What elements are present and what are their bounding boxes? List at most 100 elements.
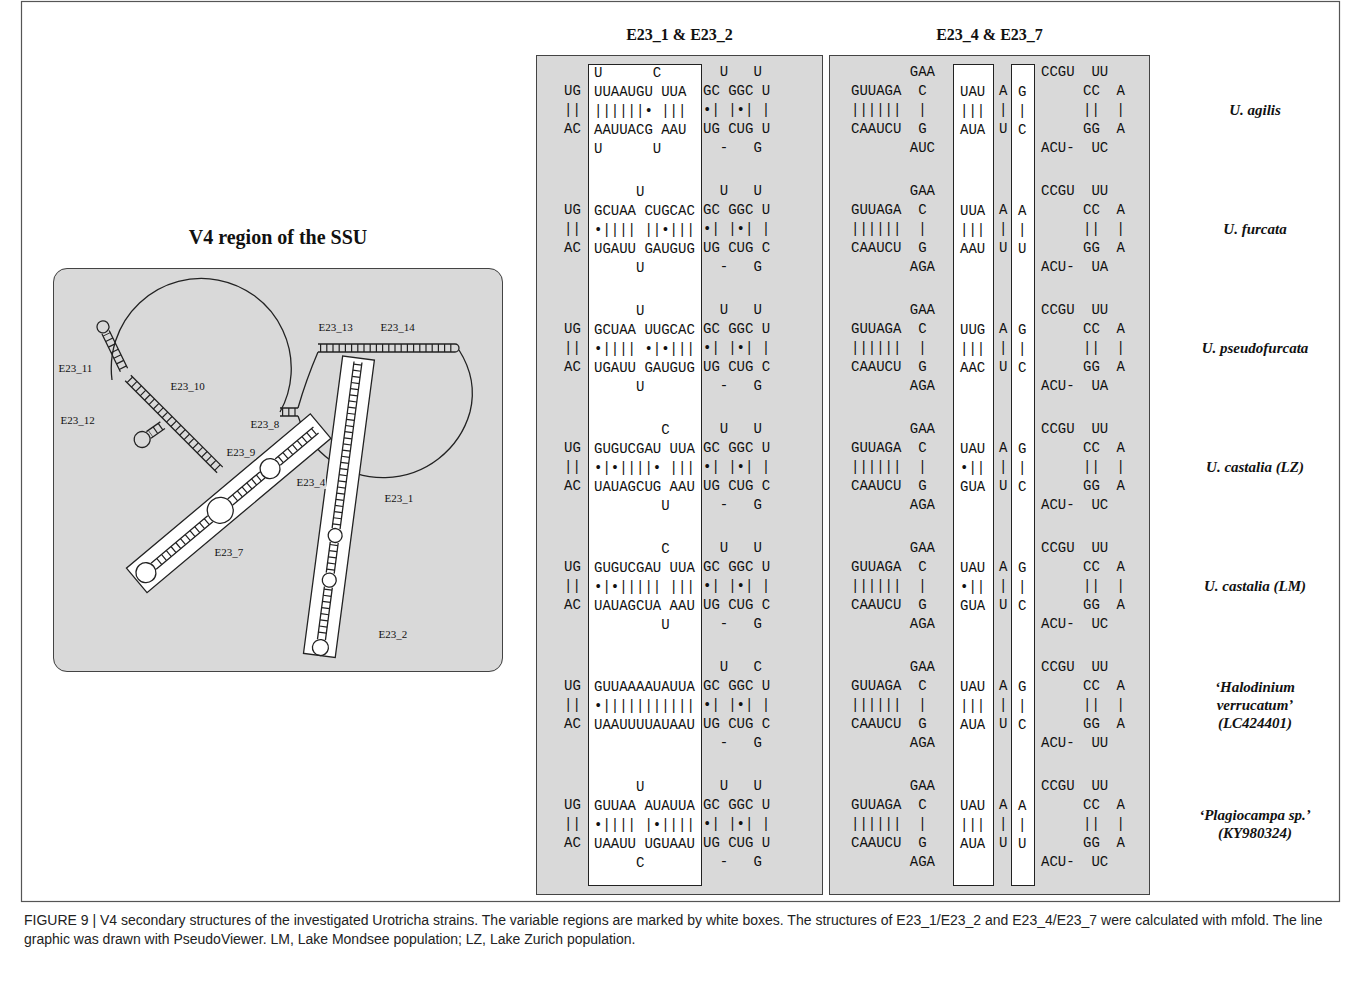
- internal-loop: [321, 572, 337, 588]
- sequence-line: GCUAA UUGCAC: [594, 321, 695, 339]
- sequence-line: |||||| |: [851, 815, 927, 833]
- sequence-line: CCGU UU: [1041, 301, 1108, 319]
- stem-label: E23_14: [380, 321, 416, 334]
- structure-panel: UAU|||AUAUUA|||AAUUUG|||AACUAU•||GUAUAU•…: [829, 55, 1150, 895]
- sequence-line: U: [999, 120, 1007, 138]
- sequence-line: A: [999, 796, 1007, 814]
- sequence-line: || |: [1041, 696, 1125, 714]
- sequence-line: UG CUG C: [703, 715, 770, 733]
- sequence-line: CAAUCU G: [851, 834, 927, 852]
- sequence-line: UUG: [960, 321, 985, 339]
- sequence-line: CC A: [1041, 558, 1125, 576]
- sequence-line: A: [1018, 202, 1026, 220]
- sequence-line: AAC: [960, 359, 985, 377]
- sequence-line: - G: [703, 258, 762, 276]
- sequence-line: •|•||||• |||: [594, 459, 695, 477]
- sequence-line: CC A: [1041, 320, 1125, 338]
- sequence-line: CAAUCU G: [851, 239, 927, 257]
- sequence-line: GG A: [1041, 834, 1125, 852]
- sequence-line: C: [594, 540, 670, 558]
- stem-label: E23_8: [250, 418, 281, 431]
- sequence-line: U: [594, 497, 670, 515]
- sequence-line: UG CUG U: [703, 834, 770, 852]
- sequence-line: |: [1018, 697, 1026, 715]
- sequence-line: - G: [703, 853, 762, 871]
- sequence-line: GUA: [960, 478, 985, 496]
- sequence-line: - G: [703, 734, 762, 752]
- sequence-line: ||: [564, 696, 581, 714]
- sequence-line: GUUAAAAUAUUA: [594, 678, 695, 696]
- multiloop-arc: [111, 278, 291, 412]
- sequence-line: UG CUG C: [703, 596, 770, 614]
- sequence-line: •| |•| |: [703, 101, 770, 119]
- sequence-line: C: [1018, 716, 1026, 734]
- sequence-line: GG A: [1041, 120, 1125, 138]
- sequence-line: UGAUU GAUGUG: [594, 240, 695, 258]
- sequence-line: |||: [960, 697, 985, 715]
- sequence-line: ||: [564, 339, 581, 357]
- base-pair-rungs: [155, 431, 314, 565]
- sequence-line: GC GGC U: [703, 82, 770, 100]
- sequence-line: || |: [1041, 815, 1125, 833]
- sequence-line: A: [999, 201, 1007, 219]
- sequence-line: ||: [564, 577, 581, 595]
- species-name: U. pseudofurcata: [1190, 339, 1320, 357]
- sequence-line: GUUAGA C: [851, 201, 927, 219]
- sequence-line: U: [1018, 240, 1026, 258]
- stem-label: E23_1: [384, 492, 415, 505]
- sequence-line: || |: [1041, 220, 1125, 238]
- sequence-line: AGA: [851, 853, 935, 871]
- sequence-line: ||: [564, 101, 581, 119]
- sequence-line: •| |•| |: [703, 815, 770, 833]
- stem-label: E23_7: [214, 546, 245, 559]
- base-pair-rungs: [320, 344, 453, 352]
- sequence-line: C: [1018, 121, 1026, 139]
- internal-loop: [202, 492, 239, 529]
- figure-caption: FIGURE 9 | V4 secondary structures of th…: [24, 911, 1334, 949]
- sequence-line: AAU: [960, 240, 985, 258]
- sequence-line: U: [999, 715, 1007, 733]
- sequence-line: UAUAGCUG AAU: [594, 478, 695, 496]
- hairpin-loop: [95, 319, 111, 335]
- sequence-line: |||||| |: [851, 458, 927, 476]
- sequence-line: ACU- UC: [1041, 496, 1108, 514]
- sequence-line: U: [999, 239, 1007, 257]
- sequence-line: G: [1018, 678, 1026, 696]
- sequence-line: CC A: [1041, 796, 1125, 814]
- sequence-line: U U: [703, 182, 762, 200]
- sequence-line: GUUAGA C: [851, 558, 927, 576]
- structure-panel: U CUUAAUGU UUA||||||• |||AAUUACG AAUU U …: [536, 55, 823, 895]
- sequence-line: CCGU UU: [1041, 420, 1108, 438]
- sequence-line: CAAUCU G: [851, 358, 927, 376]
- sequence-line: ACU- UA: [1041, 258, 1108, 276]
- sequence-line: UG: [564, 677, 581, 695]
- sequence-line: || |: [1041, 339, 1125, 357]
- internal-loop: [327, 528, 343, 544]
- sequence-line: A: [999, 320, 1007, 338]
- sequence-line: •| |•| |: [703, 458, 770, 476]
- sequence-line: U: [594, 778, 644, 796]
- hairpin-loop: [455, 344, 459, 352]
- stem-label: E23_12: [60, 414, 96, 427]
- sequence-line: U: [594, 183, 644, 201]
- sequence-line: •|||| ||•|||: [594, 221, 695, 239]
- sequence-line: GAA: [851, 420, 935, 438]
- sequence-line: |||: [960, 816, 985, 834]
- sequence-line: UUA: [960, 202, 985, 220]
- sequence-line: CAAUCU G: [851, 120, 927, 138]
- sequence-line: CCGU UU: [1041, 539, 1108, 557]
- sequence-line: |: [999, 577, 1007, 595]
- sequence-line: UAU: [960, 797, 985, 815]
- sequence-line: CAAUCU G: [851, 596, 927, 614]
- sequence-line: UAAUU UGUAAU: [594, 835, 695, 853]
- sequence-line: GAA: [851, 658, 935, 676]
- variable-region-outline: [126, 414, 330, 593]
- sequence-line: UAU: [960, 440, 985, 458]
- sequence-line: GAA: [851, 63, 935, 81]
- sequence-line: - G: [703, 139, 762, 157]
- sequence-line: •|||| |•||||: [594, 816, 695, 834]
- hairpin-loop: [132, 559, 160, 587]
- species-name: U. castalia (LZ): [1190, 458, 1320, 476]
- sequence-line: U: [594, 259, 644, 277]
- base-pair-rungs: [150, 426, 161, 433]
